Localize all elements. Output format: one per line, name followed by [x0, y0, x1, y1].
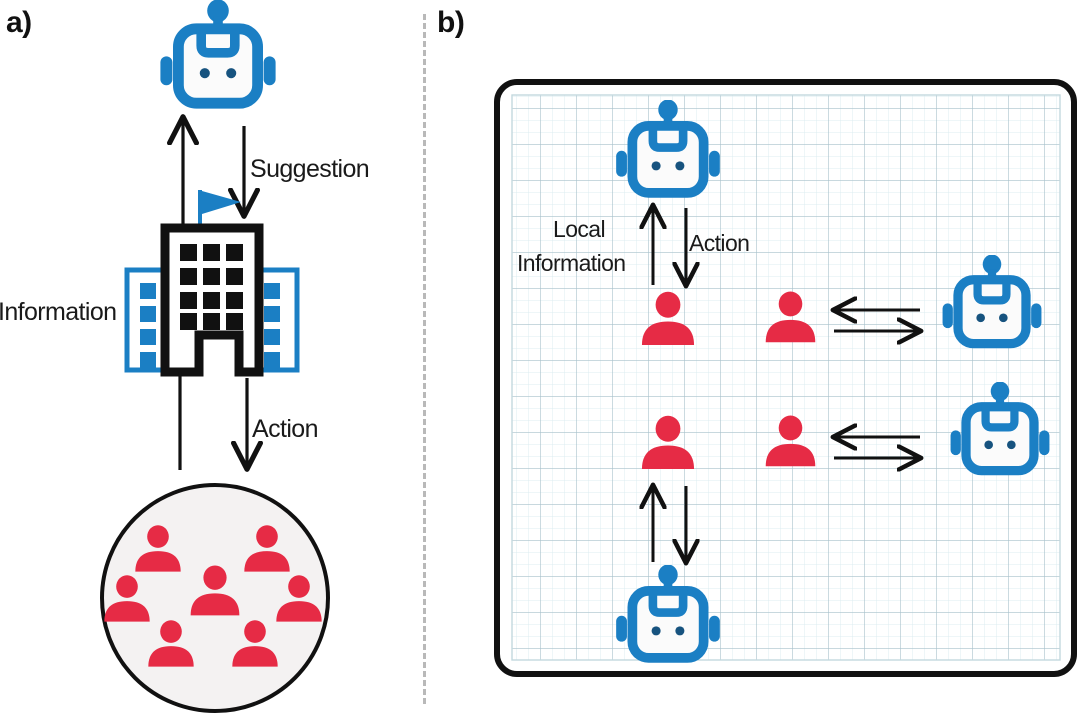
action-label-b: Action	[689, 230, 750, 256]
action-label-a: Action	[252, 415, 318, 443]
local-label: Local	[553, 216, 606, 242]
information-label: Information	[0, 298, 117, 326]
flag-pole	[198, 190, 202, 235]
panel-divider	[423, 14, 426, 704]
panel-a-label: a)	[6, 6, 32, 39]
panel-b-label: b)	[437, 6, 465, 39]
suggestion-label: Suggestion	[250, 155, 370, 183]
panel-a-group	[100, 0, 330, 713]
panel-b-group	[494, 79, 1077, 677]
building-windows	[180, 244, 243, 330]
flag-icon	[202, 191, 241, 214]
grid-border	[511, 94, 1061, 661]
environment-grid	[512, 95, 1060, 660]
local-information-label: Information	[517, 250, 626, 276]
central-ai-agent	[160, 0, 275, 103]
population	[100, 483, 330, 713]
institution	[124, 190, 300, 377]
